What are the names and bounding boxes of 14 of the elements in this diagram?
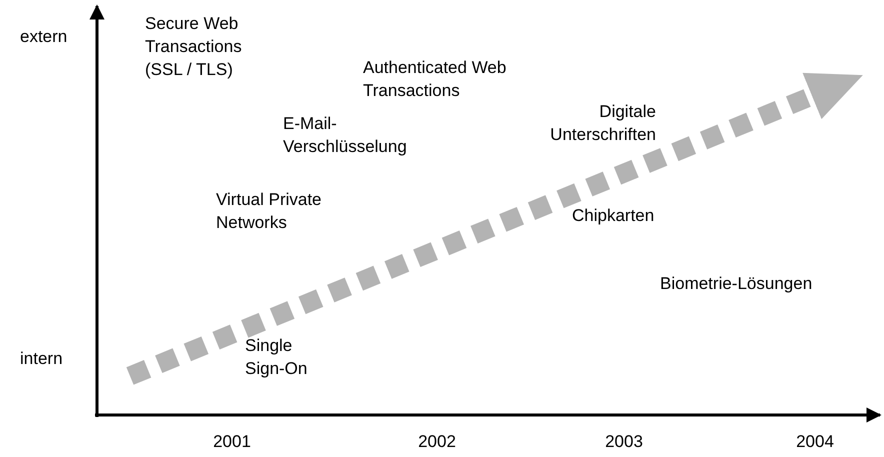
technology-label: Digitale Unterschriften (549, 101, 656, 146)
technology-label: Biometrie-Lösungen (660, 273, 814, 295)
technology-label: Single Sign-On (245, 335, 308, 380)
tick-label: 2001 (212, 431, 252, 453)
technology-label: Chipkarten (572, 205, 656, 227)
technology-label: Authenticated Web Transactions (363, 57, 508, 102)
tick-label: 2002 (417, 431, 457, 453)
axis-label: intern (20, 348, 64, 370)
technology-label: Virtual Private Networks (216, 189, 323, 234)
technology-label: E-Mail-Verschlüsselung (283, 113, 408, 158)
axis-label: extern (20, 26, 68, 48)
technology-label: Secure Web Transactions (SSL / TLS) (145, 13, 243, 81)
tick-label: 2004 (795, 431, 835, 453)
tick-label: 2003 (604, 431, 644, 453)
